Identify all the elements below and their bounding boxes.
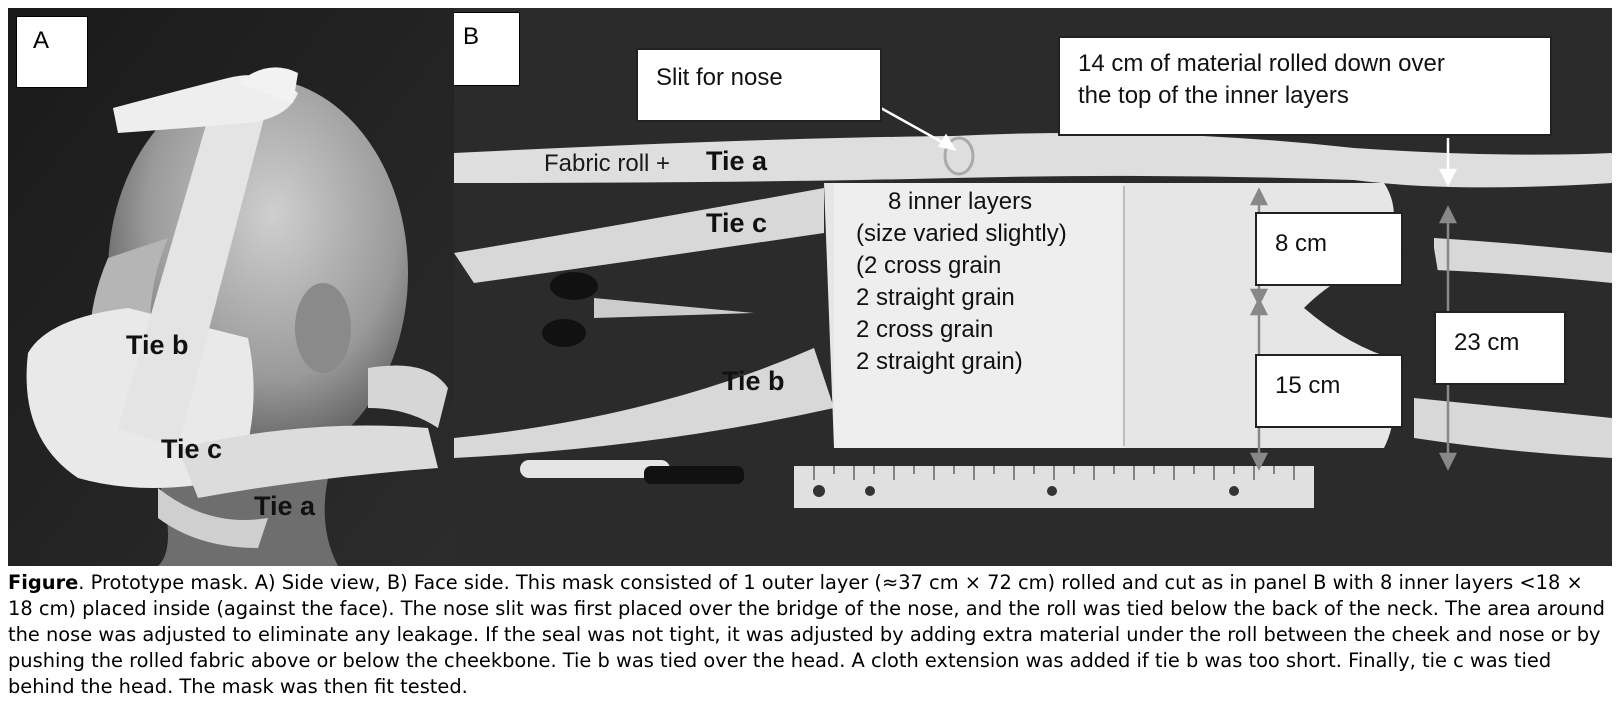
flat-mask-illustration	[454, 8, 1612, 566]
label-tie-a: Tie a	[254, 491, 316, 521]
measurement-15-cm: 15 cm	[1255, 354, 1403, 428]
figure-caption: Figure. Prototype mask. A) Side view, B)…	[8, 570, 1612, 700]
inner-layers-line: (size varied slightly)	[856, 220, 1067, 247]
label-tie-b: Tie b	[722, 366, 785, 396]
callout-slit-for-nose: Slit for nose	[636, 48, 882, 122]
mannequin-head-illustration	[8, 8, 454, 566]
figure: A Tie b Tie c Tie a	[8, 8, 1612, 566]
panel-b-photo: B Slit for nose 14 cm of material rolled…	[454, 8, 1612, 566]
label-tie-b: Tie b	[126, 330, 189, 360]
label-tie-c: Tie c	[706, 208, 768, 238]
measurement-8-cm: 8 cm	[1255, 212, 1403, 286]
panel-b-letter: B	[454, 12, 520, 86]
inner-layers-line: 2 cross grain	[856, 316, 994, 343]
caption-text: . Prototype mask. A) Side view, B) Face …	[8, 571, 1605, 698]
inner-layers-description: 8 inner layers (size varied slightly) (2…	[856, 186, 1067, 378]
panel-a-letter: A	[16, 16, 88, 88]
callout-material-rolled-line2: the top of the inner layers	[1078, 82, 1349, 109]
callout-material-rolled: 14 cm of material rolled down over the t…	[1058, 36, 1552, 136]
panel-a-photo: A Tie b Tie c Tie a	[8, 8, 454, 566]
measurement-23-cm: 23 cm	[1434, 311, 1566, 385]
inner-layers-line: 2 straight grain)	[856, 348, 1023, 375]
inner-layers-line: (2 cross grain	[856, 252, 1002, 279]
inner-layers-line: 8 inner layers	[888, 188, 1033, 215]
label-tie-a: Tie a	[706, 146, 768, 176]
label-fabric-roll: Fabric roll +	[544, 150, 671, 177]
label-tie-c: Tie c	[161, 434, 223, 464]
caption-label: Figure	[8, 571, 79, 594]
callout-material-rolled-line1: 14 cm of material rolled down over	[1078, 50, 1445, 77]
inner-layers-line: 2 straight grain	[856, 284, 1015, 311]
